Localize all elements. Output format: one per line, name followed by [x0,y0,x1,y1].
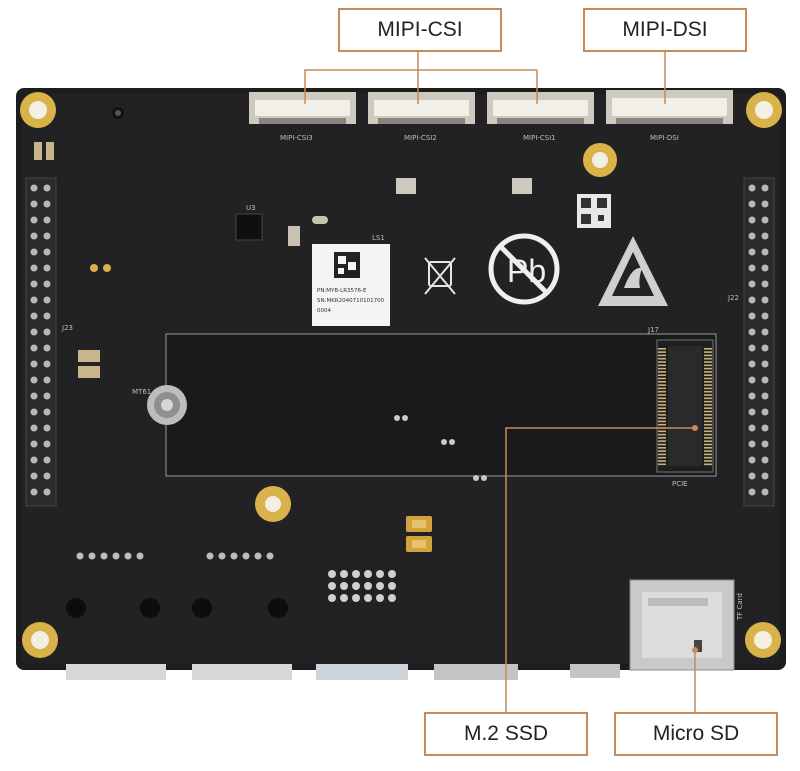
silk-u3: U3 [246,204,256,212]
silk-mt61: MT61 [132,388,151,396]
m2-connector-pins [658,348,712,466]
callout-micro-sd-text: Micro SD [652,722,740,745]
callout-mipi-dsi: MIPI-DSI [583,8,747,52]
silk-csi1: MIPI-CSI1 [523,134,556,142]
silk-ls1: LS1 [372,234,385,242]
callout-mipi-csi: MIPI-CSI [338,8,502,52]
micro-sd-slot [629,579,735,671]
bottom-ports [66,664,620,680]
silk-csi2: MIPI-CSI2 [404,134,437,142]
mounting-hole-mid [583,143,617,177]
silk-j17: J17 [647,326,659,334]
callout-m2-ssd: M.2 SSD [424,712,588,756]
silk-dsi: MIPI-DSI [650,134,679,142]
callout-micro-sd: Micro SD [614,712,778,756]
silk-j23: J23 [61,324,73,332]
silk-csi3: MIPI-CSI3 [280,134,313,142]
qr-code-small [577,194,611,228]
callout-mipi-dsi-text: MIPI-DSI [622,18,708,41]
callout-mipi-csi-text: MIPI-CSI [377,18,463,41]
mipi-csi3-connector [249,92,356,124]
m2-slot-area: J17 PCIE [165,326,717,488]
m2-standoff-screw [147,385,187,425]
silk-j22: J22 [727,294,739,302]
left-pin-header [25,177,57,507]
weee-bin-icon [424,257,456,295]
mounting-hole-tl [20,92,56,128]
label-sn: SN:MKR2040710101700 [317,298,385,304]
silk-pcie: PCIE [672,480,688,488]
through-hole-array [76,552,396,602]
board-label-sticker: PN:MYB-LR3576-E SN:MKR2040710101700 0004 [312,244,390,326]
right-pin-header [743,177,775,507]
callout-lines [304,52,696,712]
label-pn: PN:MYB-LR3576-E [317,288,367,294]
mipi-dsi-connector [606,90,733,124]
callout-m2-ssd-text: M.2 SSD [463,722,549,745]
mounting-hole-bl [22,622,58,658]
esd-warning-icon [598,236,668,306]
lead-free-icon: Pb [488,233,560,305]
label-no: 0004 [317,308,331,314]
mipi-csi2-connector [368,92,475,124]
silk-tf: TF Card [736,593,744,621]
mounting-hole-br [745,622,781,658]
mounting-hole-low [255,486,291,522]
mipi-csi1-connector [487,92,594,124]
mounting-hole-tr [746,92,782,128]
